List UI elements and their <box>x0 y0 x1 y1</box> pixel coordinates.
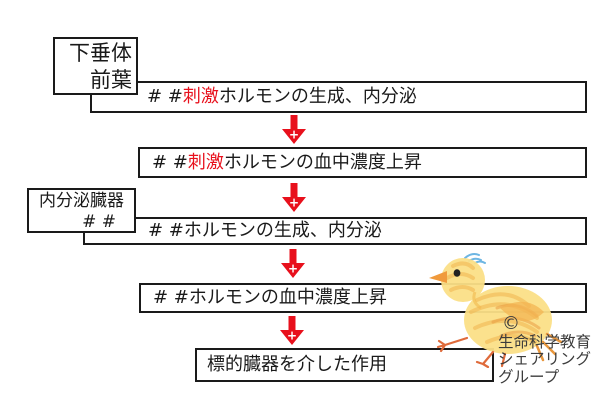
flow-box-stimulating-hormone-secretion: # #刺激ホルモンの生成、内分泌 <box>90 81 587 113</box>
credit-text: © 生命科学教育 シェアリング グループ <box>498 314 591 387</box>
flow-box-text: # #刺激ホルモンの血中濃度上昇 <box>152 151 422 173</box>
label-box-pituitary-anterior-lobe: 下垂体 前葉 <box>53 37 138 95</box>
flow-box-text: 標的臓器を介した作用 <box>207 354 387 375</box>
down-arrow-plus-icon: + <box>281 183 307 212</box>
svg-text:+: + <box>288 262 298 276</box>
down-arrow-plus-icon: + <box>279 316 305 345</box>
credit-line: 生命科学教育 <box>498 332 592 351</box>
credit-line: グループ <box>498 368 560 387</box>
flow-box-text: # #ホルモンの生成、内分泌 <box>148 220 382 241</box>
highlight-text: 刺激 <box>182 86 219 107</box>
flow-box-text: # #刺激ホルモンの生成、内分泌 <box>147 86 417 107</box>
label-box-endocrine-organ: 内分泌臓器 # # <box>27 188 136 233</box>
flow-box-text: # #ホルモンの血中濃度上昇 <box>153 287 387 308</box>
svg-text:+: + <box>289 128 299 142</box>
chick-doodle-icon <box>405 250 580 369</box>
copyright-icon: © <box>502 313 520 334</box>
label-line: # # <box>82 212 116 233</box>
credit-line: シェアリング <box>498 350 592 369</box>
down-arrow-plus-icon: + <box>280 249 306 278</box>
flow-box-target-organ-action: 標的臓器を介した作用 <box>195 348 494 382</box>
label-line: 下垂体 <box>69 41 132 65</box>
down-arrow-plus-icon: + <box>281 115 307 144</box>
flow-box-hormone-secretion: # #ホルモンの生成、内分泌 <box>83 217 587 245</box>
highlight-text: 刺激 <box>187 151 224 173</box>
label-line: 内分泌臓器 <box>39 191 124 211</box>
svg-text:+: + <box>287 329 297 343</box>
flow-box-stimulating-hormone-blood-level: # #刺激ホルモンの血中濃度上昇 <box>138 147 587 178</box>
label-line: 前葉 <box>90 68 132 93</box>
svg-text:+: + <box>289 196 299 210</box>
